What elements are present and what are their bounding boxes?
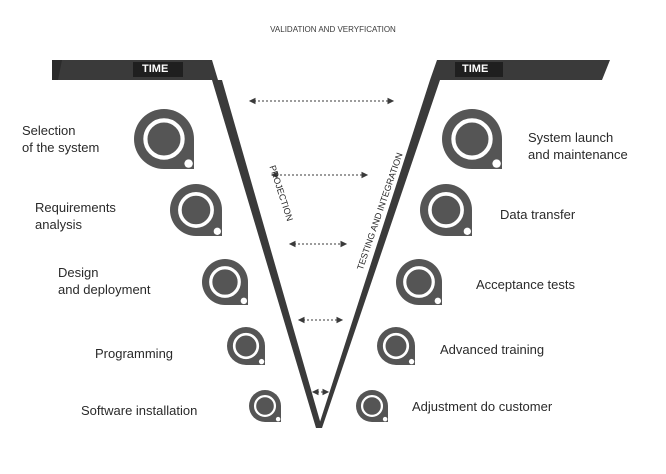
step-design-label: Design and deployment	[58, 265, 151, 297]
arrow-head-right	[322, 388, 330, 396]
arrow-head-left	[248, 97, 256, 105]
left-time-banner	[52, 60, 218, 80]
page-title: VALIDATION AND VERYFICATION	[270, 25, 396, 34]
right-time-banner	[430, 60, 610, 80]
arrow-head-left	[270, 171, 278, 179]
step-launch-label: System launch and maintenance	[528, 130, 628, 162]
arrow-head-right	[361, 171, 369, 179]
v-shape	[212, 80, 440, 428]
arrow-head-right	[387, 97, 395, 105]
gauge-icon	[442, 109, 502, 169]
step-training-label: Advanced training	[440, 342, 545, 357]
gauge-icon	[396, 259, 442, 305]
arrow-head-left	[297, 316, 305, 324]
step-programming-label: Programming	[95, 346, 174, 361]
gauge-icon	[170, 184, 222, 236]
step-acceptance-label: Acceptance tests	[476, 277, 575, 292]
validation-arrows	[248, 97, 395, 396]
arrow-head-right	[340, 240, 348, 248]
arrow-head-left	[288, 240, 296, 248]
step-data-transfer-label: Data transfer	[500, 207, 576, 222]
arrow-head-left	[311, 388, 319, 396]
gauge-icon	[249, 390, 281, 422]
gauge-icon	[134, 109, 194, 169]
gauge-icon	[356, 390, 388, 422]
right-time-label: TIME	[462, 63, 489, 75]
step-requirements-label: Requirements analysis	[35, 200, 116, 232]
left-time-label: TIME	[142, 63, 169, 75]
gauge-icon	[420, 184, 472, 236]
gauge-icon	[377, 327, 415, 365]
gauge-icon	[227, 327, 265, 365]
step-adjustment-label: Adjustment do customer	[412, 399, 553, 414]
gauge-icon	[202, 259, 248, 305]
arrow-head-right	[336, 316, 344, 324]
step-installation-label: Software installation	[81, 403, 198, 418]
step-selection-label: Selection of the system	[22, 123, 100, 155]
